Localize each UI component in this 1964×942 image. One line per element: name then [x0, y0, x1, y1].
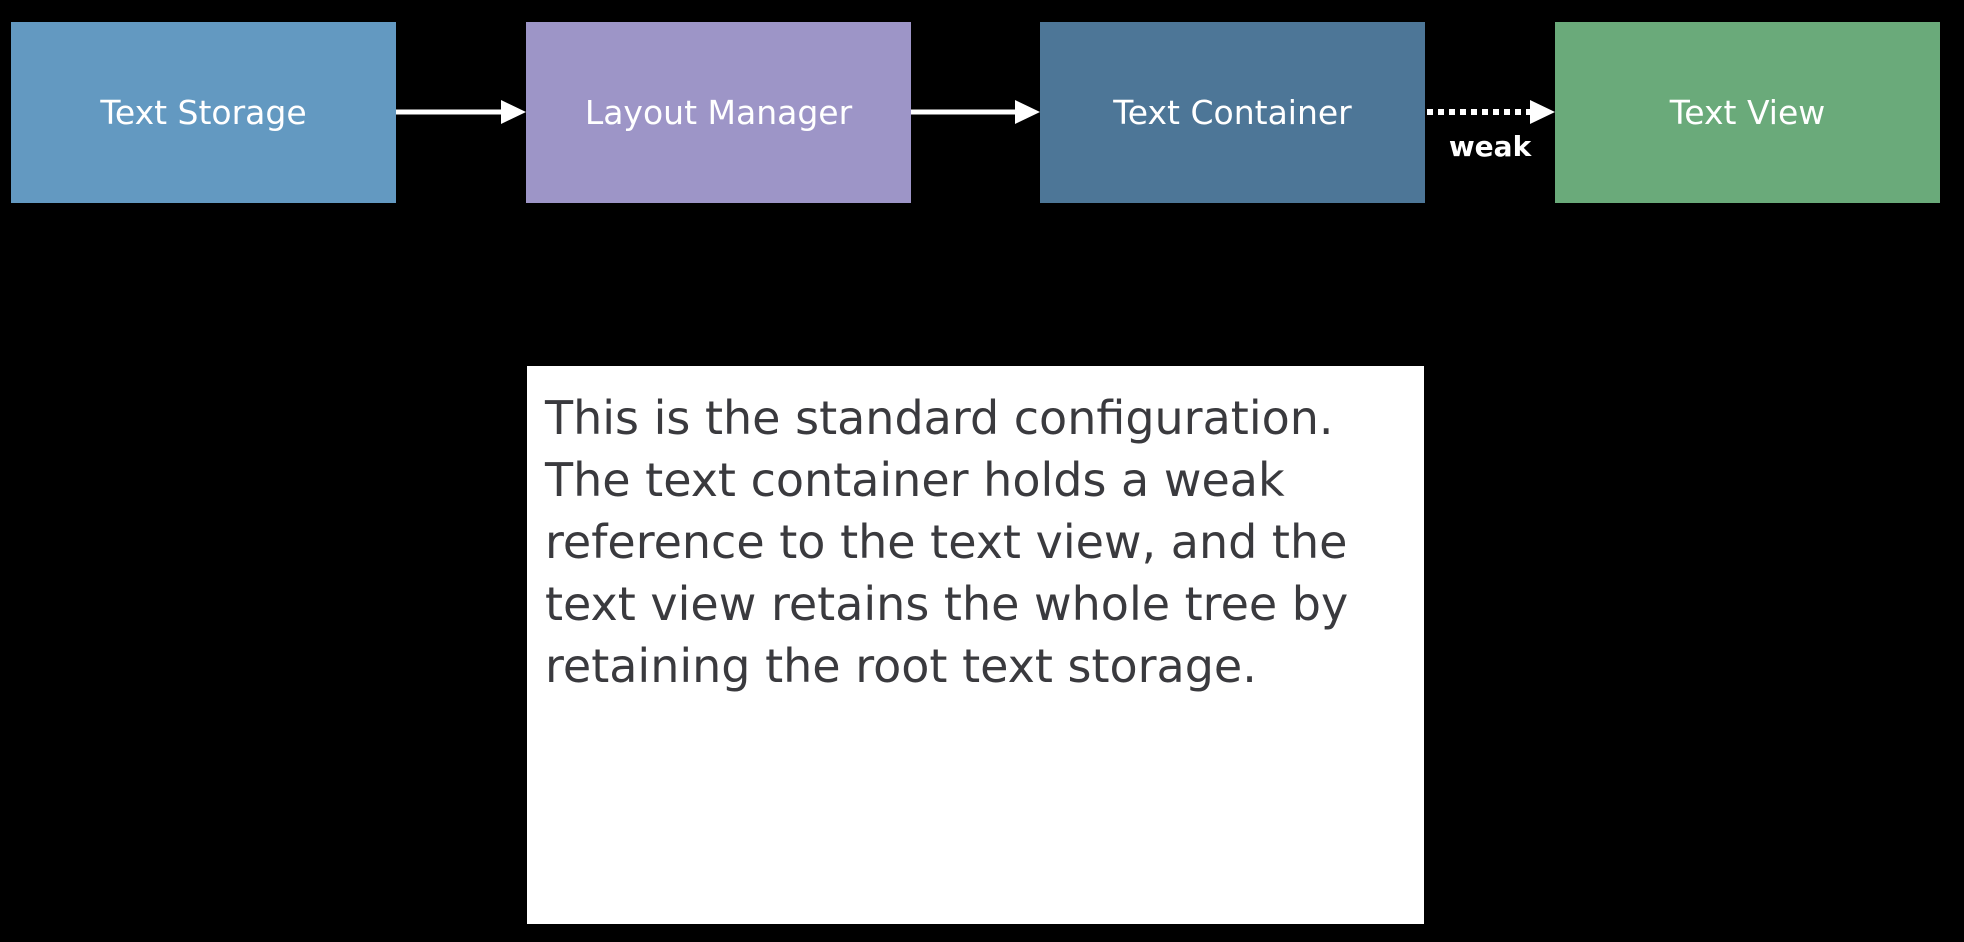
description-box: This is the standard configuration. The …	[527, 366, 1424, 924]
layout-manager-label: Layout Manager	[584, 93, 853, 132]
weak-edge-label: weak	[1448, 130, 1532, 163]
edge-storage-to-layout	[396, 100, 526, 124]
edge-layout-to-container	[911, 100, 1040, 124]
text-view-label: Text View	[1669, 93, 1826, 132]
text-container-label: Text Container	[1113, 93, 1352, 132]
edge-storage-to-layout-arrowhead	[501, 100, 526, 124]
edge-container-to-view-arrowhead	[1530, 100, 1555, 124]
text-container-node: Text Container	[1040, 22, 1425, 203]
text-storage-label: Text Storage	[100, 93, 307, 132]
description-text: This is the standard configuration. The …	[545, 391, 1349, 693]
layout-manager-node: Layout Manager	[526, 22, 911, 203]
edge-layout-to-container-arrowhead	[1015, 100, 1040, 124]
edge-container-to-view	[1427, 100, 1555, 124]
text-storage-node: Text Storage	[11, 22, 396, 203]
text-view-node: Text View	[1555, 22, 1940, 203]
